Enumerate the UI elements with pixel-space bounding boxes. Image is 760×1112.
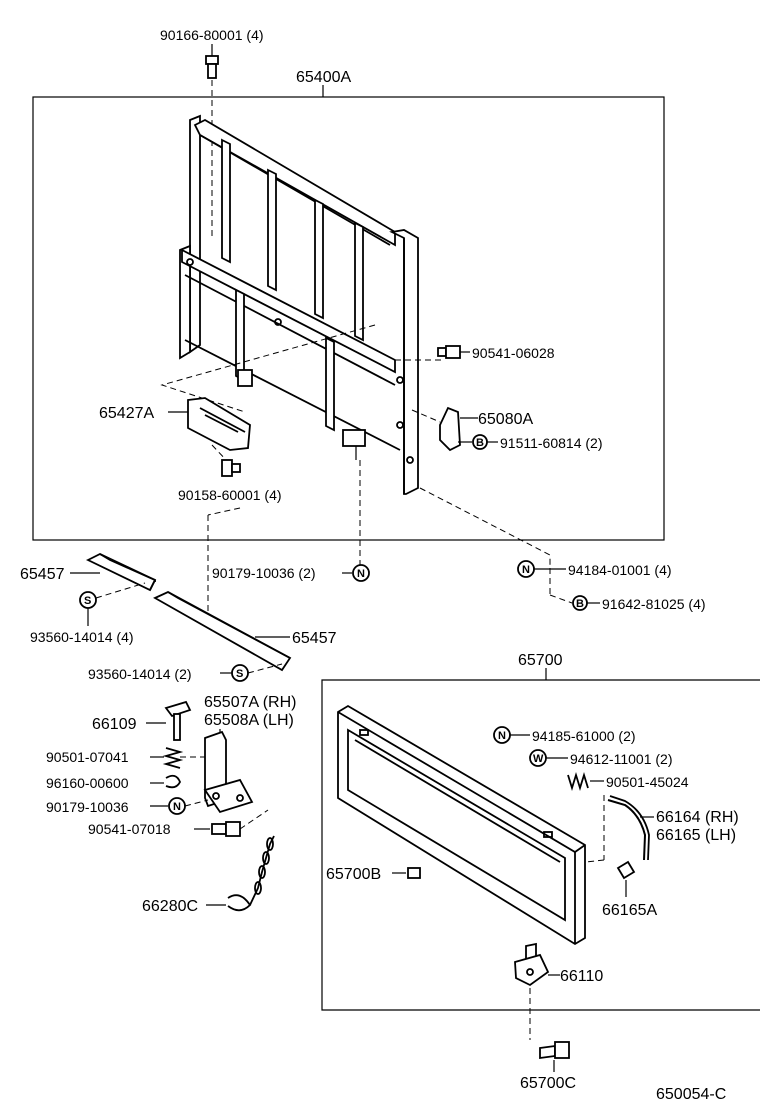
svg-text:N: N xyxy=(522,564,530,576)
s-symbol-icon: S xyxy=(231,664,249,682)
label-90158-60001: 90158-60001 (4) xyxy=(178,487,282,503)
label-65080a: 65080A xyxy=(478,411,533,428)
b-symbol-icon: B xyxy=(472,434,488,450)
bracket-plate-icon xyxy=(187,397,251,451)
n-symbol-icon: N xyxy=(352,564,370,582)
label-65457-right: 65457 xyxy=(292,630,337,647)
clip-icon xyxy=(165,774,181,789)
label-66165a: 66165A xyxy=(602,902,657,919)
label-96160-00600: 96160-00600 xyxy=(46,775,129,791)
chain-icon xyxy=(227,835,275,912)
svg-text:W: W xyxy=(533,753,544,765)
svg-text:B: B xyxy=(576,598,584,610)
label-93560-14014-a: 93560-14014 (4) xyxy=(30,629,134,645)
label-66280c: 66280C xyxy=(142,898,198,915)
label-94612-11001: 94612-11001 (2) xyxy=(570,751,672,767)
svg-text:N: N xyxy=(173,801,181,813)
n-symbol-icon: N xyxy=(168,797,186,815)
svg-text:N: N xyxy=(498,730,506,742)
label-65507a-rh: 65507A (RH) xyxy=(204,694,297,711)
svg-text:S: S xyxy=(236,668,243,680)
spring-icon xyxy=(162,747,184,769)
label-65427a: 65427A xyxy=(99,405,154,422)
svg-text:N: N xyxy=(357,568,365,580)
label-66109: 66109 xyxy=(92,716,137,733)
cap-icon xyxy=(407,867,421,879)
label-66164-rh: 66164 (RH) xyxy=(656,809,739,826)
label-90179-10036-b: 90179-10036 xyxy=(46,799,129,815)
tailgate-panel-drawing xyxy=(337,704,586,946)
side-rail-long-icon xyxy=(153,590,292,672)
label-93560-14014-b: 93560-14014 (2) xyxy=(88,666,192,682)
s-symbol-icon: S xyxy=(79,591,97,609)
label-66165-lh: 66165 (LH) xyxy=(656,827,736,844)
bolt-icon xyxy=(539,1041,570,1060)
n-symbol-icon: N xyxy=(517,560,535,578)
label-90501-07041: 90501-07041 xyxy=(46,749,129,765)
bolt-icon xyxy=(437,345,461,359)
label-65508a-lh: 65508A (LH) xyxy=(204,712,294,729)
label-90166-80001: 90166-80001 (4) xyxy=(160,27,264,43)
handle-pin-icon xyxy=(164,700,192,741)
label-91642-81025: 91642-81025 (4) xyxy=(602,596,706,612)
label-65457-left: 65457 xyxy=(20,566,65,583)
diagram-code: 650054-C xyxy=(656,1086,726,1103)
label-65700: 65700 xyxy=(518,652,563,669)
label-65400a: 65400A xyxy=(296,69,351,86)
headboard-frame-drawing xyxy=(179,114,419,495)
label-65700c: 65700C xyxy=(520,1075,576,1092)
label-94185-61000: 94185-61000 (2) xyxy=(532,728,636,744)
bolt-icon xyxy=(221,459,241,477)
side-rail-short-icon xyxy=(85,552,157,592)
cable-rod-icon xyxy=(607,795,650,861)
n-symbol-icon: N xyxy=(493,726,511,744)
hinge-block-icon xyxy=(514,942,550,987)
tailgate-assembly-frame xyxy=(321,679,760,1011)
headboard-assembly-frame xyxy=(32,96,665,541)
label-90179-10036-a: 90179-10036 (2) xyxy=(212,565,316,581)
svg-text:S: S xyxy=(84,595,91,607)
hinge-bracket-icon xyxy=(203,730,254,814)
svg-text:B: B xyxy=(476,437,484,449)
w-symbol-icon: W xyxy=(529,749,547,767)
latch-bracket-icon xyxy=(439,406,461,452)
label-66110: 66110 xyxy=(560,968,603,985)
label-94184-01001: 94184-01001 (4) xyxy=(568,562,672,578)
label-65700b: 65700B xyxy=(326,866,381,883)
label-90541-06028: 90541-06028 xyxy=(472,345,555,361)
cap-icon xyxy=(616,860,636,880)
label-90501-45024: 90501-45024 xyxy=(606,774,689,790)
b-symbol-icon: B xyxy=(572,595,588,611)
label-90541-07018: 90541-07018 xyxy=(88,821,171,837)
spring-icon xyxy=(567,771,589,792)
bolt-icon xyxy=(205,55,219,79)
bolt-icon xyxy=(211,821,241,837)
label-91511-60814: 91511-60814 (2) xyxy=(500,435,602,451)
